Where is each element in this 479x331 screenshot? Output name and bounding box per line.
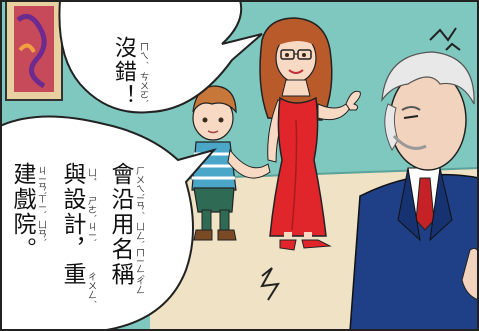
ruby-l2-1: ㄩˇ <box>86 168 96 182</box>
ruby-l1-5: ㄔㄥ <box>134 276 144 294</box>
ruby-l1-3: ㄩㄥˋ <box>134 222 144 245</box>
speech-bubble-left <box>0 115 217 331</box>
ruby-l2-3: ㄐㄧˋ <box>86 222 96 243</box>
worry-mark-small <box>445 42 461 51</box>
framed-painting <box>5 0 63 101</box>
bubble-top-phonetic-1: ㄇㄟˊ <box>138 42 148 65</box>
old-man-in-suit <box>349 51 479 331</box>
ruby-l2-4: ㄔㄨㄥˊ <box>86 272 96 304</box>
bubble-left-line-1: 會沿用名稱 <box>107 162 133 287</box>
ruby-l2-2: ㄕㄜˋ <box>86 196 96 219</box>
worry-mark <box>429 27 457 42</box>
boy <box>191 85 271 241</box>
ruby-l1-2: ㄧㄢˊ <box>134 194 144 215</box>
speech-bubble-top <box>58 0 263 114</box>
ruby-l3-2: ㄒㄧˋ <box>36 194 46 215</box>
ruby-l3-1: ㄐㄧㄢˋ <box>36 166 46 196</box>
woman-in-red-dress <box>259 17 361 251</box>
ruby-l1-1: ㄏㄨㄟˋ <box>134 166 144 198</box>
bubble-top-text: 沒錯！ <box>111 36 136 108</box>
ruby-l1-4: ㄇㄧㄥˊ <box>134 248 144 278</box>
bubble-top-phonetic-2: ㄘㄨㄛˋ <box>138 72 148 104</box>
tension-mark <box>260 267 280 301</box>
bubble-left-line-2: 與設計，重 <box>59 162 85 287</box>
ruby-l3-3: ㄩㄢˋ <box>36 220 46 243</box>
bubble-left-line-3: 建戲院。 <box>9 162 35 262</box>
